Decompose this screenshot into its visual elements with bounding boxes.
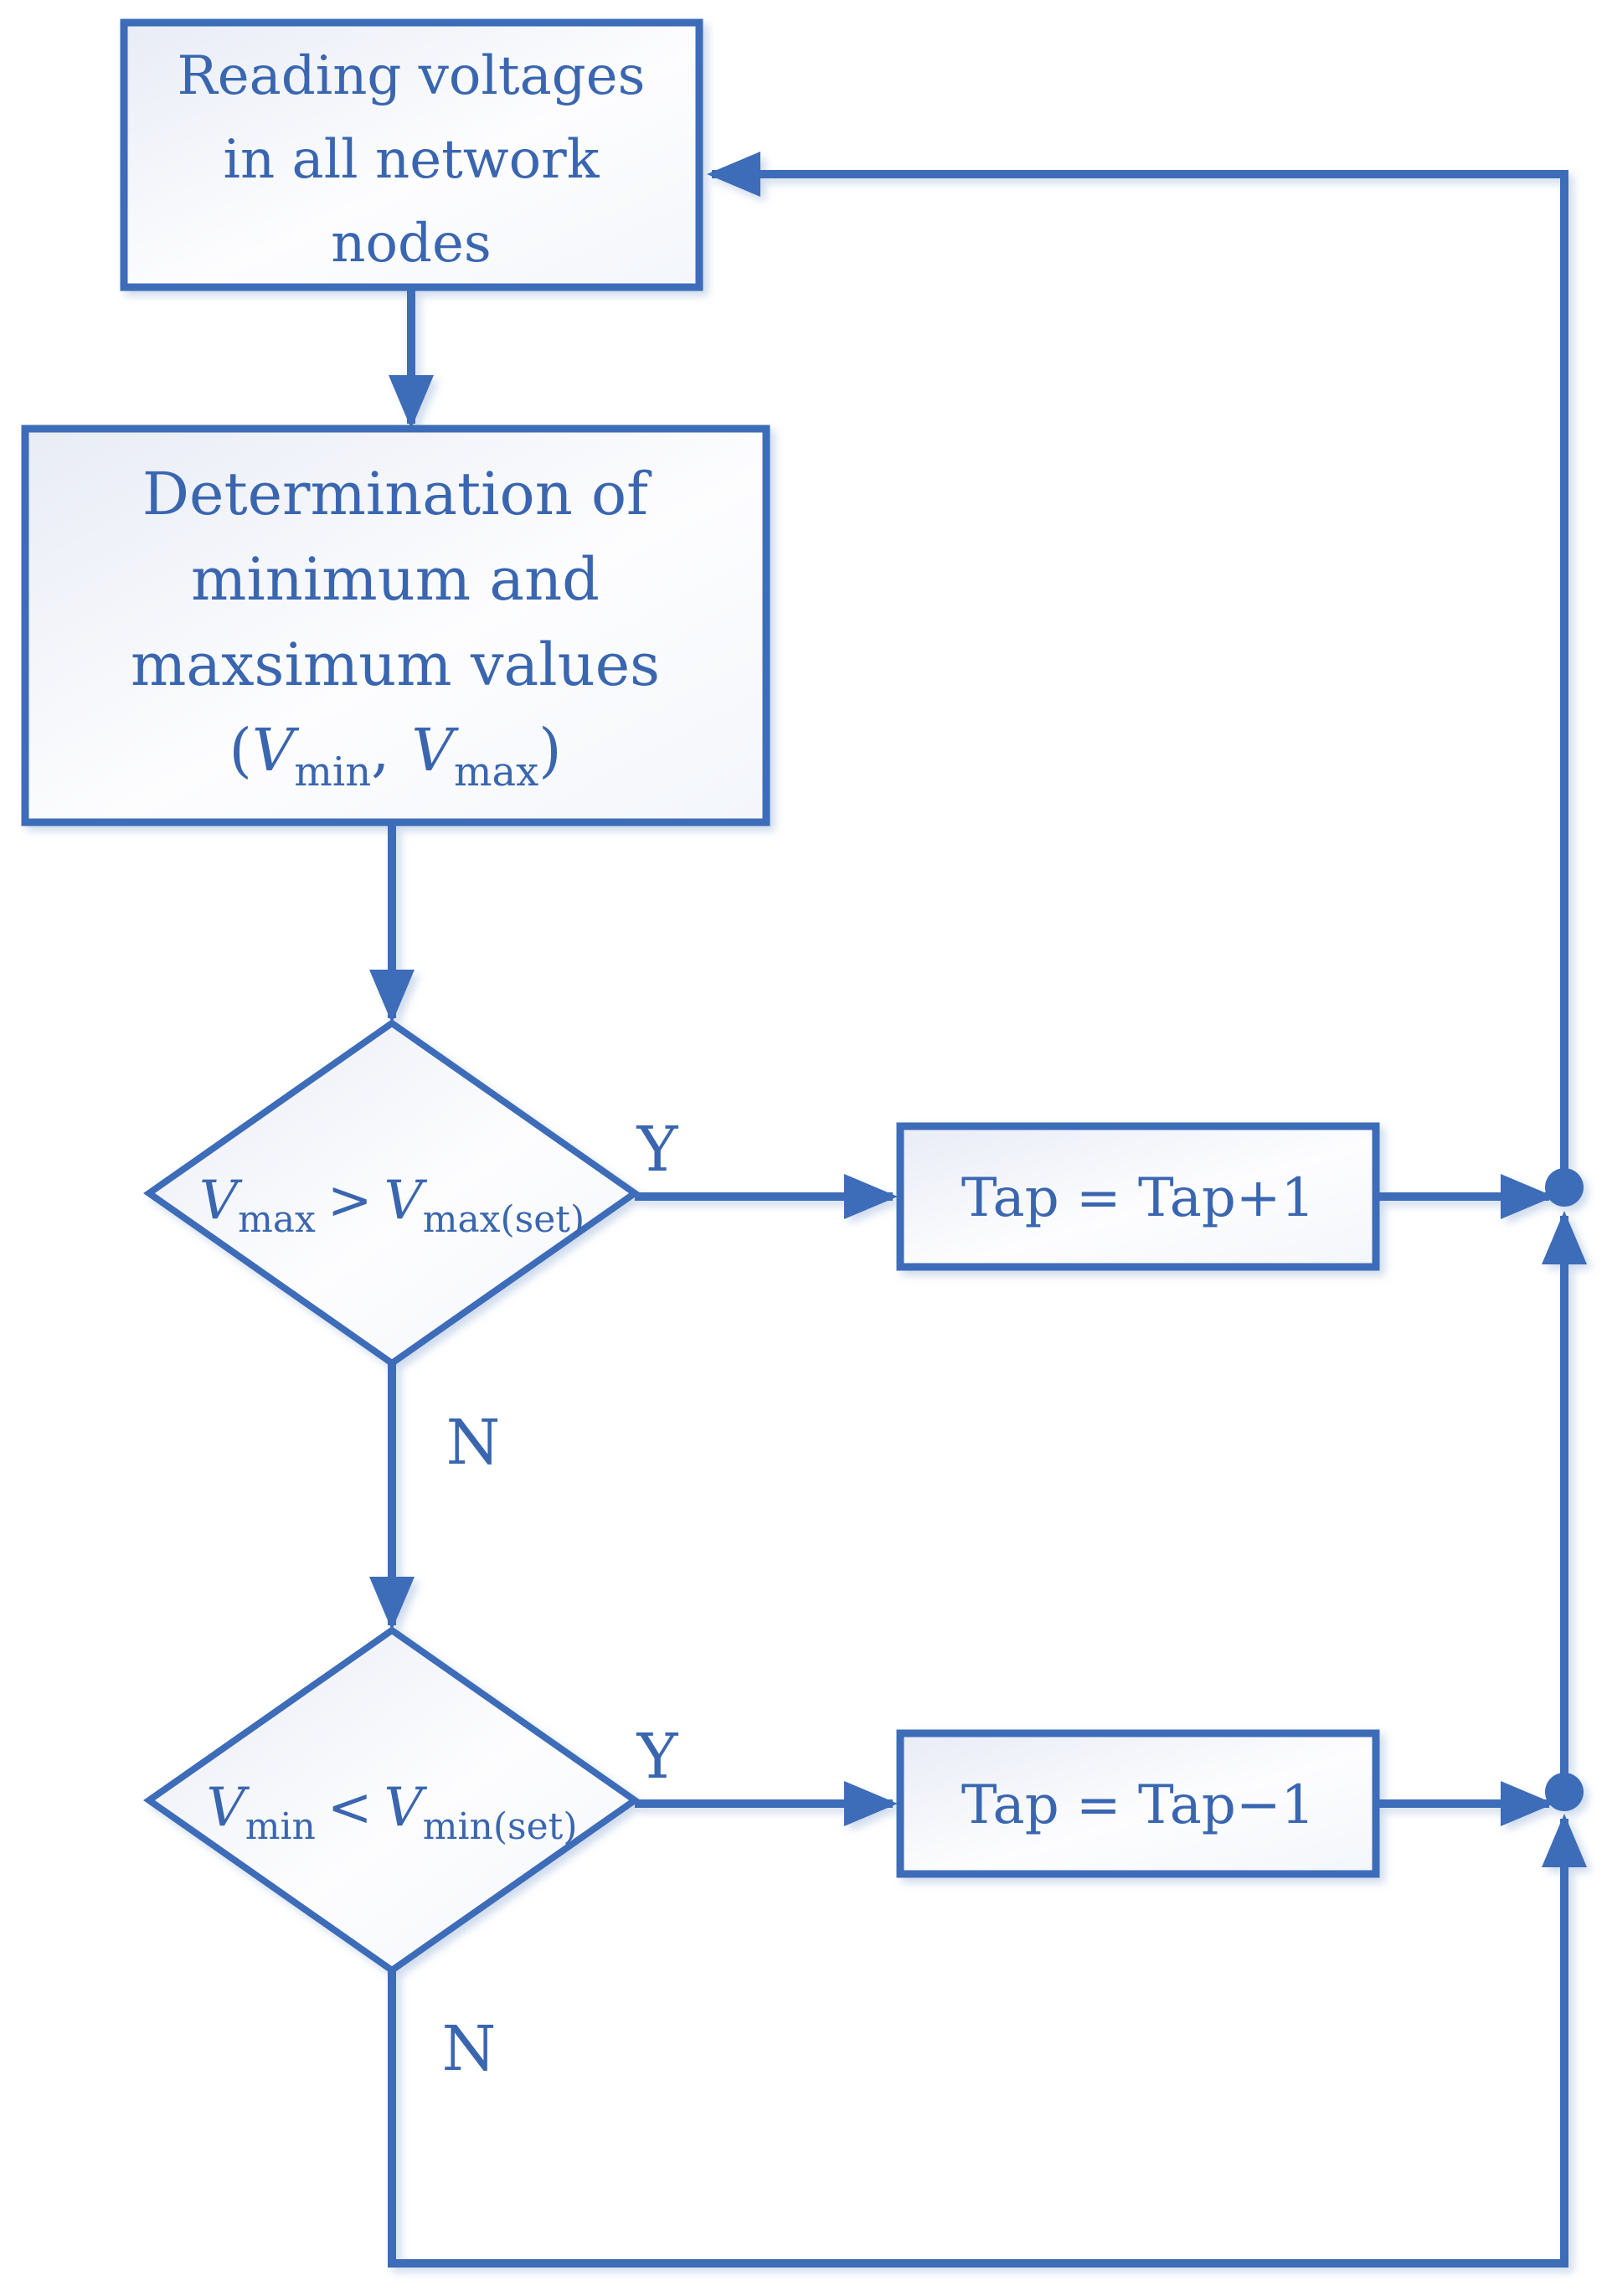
reading-line-1: Reading voltages <box>178 45 646 107</box>
process-box-determination-text: Determination of minimum and maxsimum va… <box>131 460 660 795</box>
determination-line-2: minimum and <box>191 545 600 614</box>
arrow-decision-min-no-loop <box>388 1814 1587 2268</box>
process-box-determination <box>21 425 770 826</box>
decision-vmax-text: Vmax>Vmax(set) <box>199 1170 585 1241</box>
action-box-tap-decrease <box>896 1729 1380 1878</box>
label-yes-min: Y <box>636 1721 679 1793</box>
reading-line-3: nodes <box>331 213 491 275</box>
decision-diamond-vmin <box>143 1626 641 1974</box>
decision-vmin-text: Vmin<Vmin(set) <box>207 1777 578 1848</box>
process-box-reading <box>120 18 703 291</box>
label-no-max: N <box>446 1407 501 1479</box>
determination-line-1: Determination of <box>142 460 652 528</box>
tap-decrease-label: Tap = Tap−1 <box>961 1774 1315 1836</box>
junction-dot-2 <box>1545 1773 1584 1811</box>
determination-line-3: maxsimum values <box>131 631 660 699</box>
process-box-reading-text: Reading voltages in all network nodes <box>178 45 646 275</box>
label-no-min: N <box>442 2013 497 2085</box>
arrow-loop-back-to-reading <box>707 152 1568 1171</box>
action-box-tap-increase <box>896 1122 1380 1271</box>
reading-line-2: in all network <box>224 129 600 191</box>
tap-increase-label: Tap = Tap+1 <box>961 1167 1315 1229</box>
decision-diamond-vmax <box>143 1019 641 1367</box>
label-yes-max: Y <box>636 1114 679 1186</box>
junction-dot-1 <box>1545 1168 1584 1207</box>
determination-formula: (Vmin,Vmax) <box>229 716 562 795</box>
